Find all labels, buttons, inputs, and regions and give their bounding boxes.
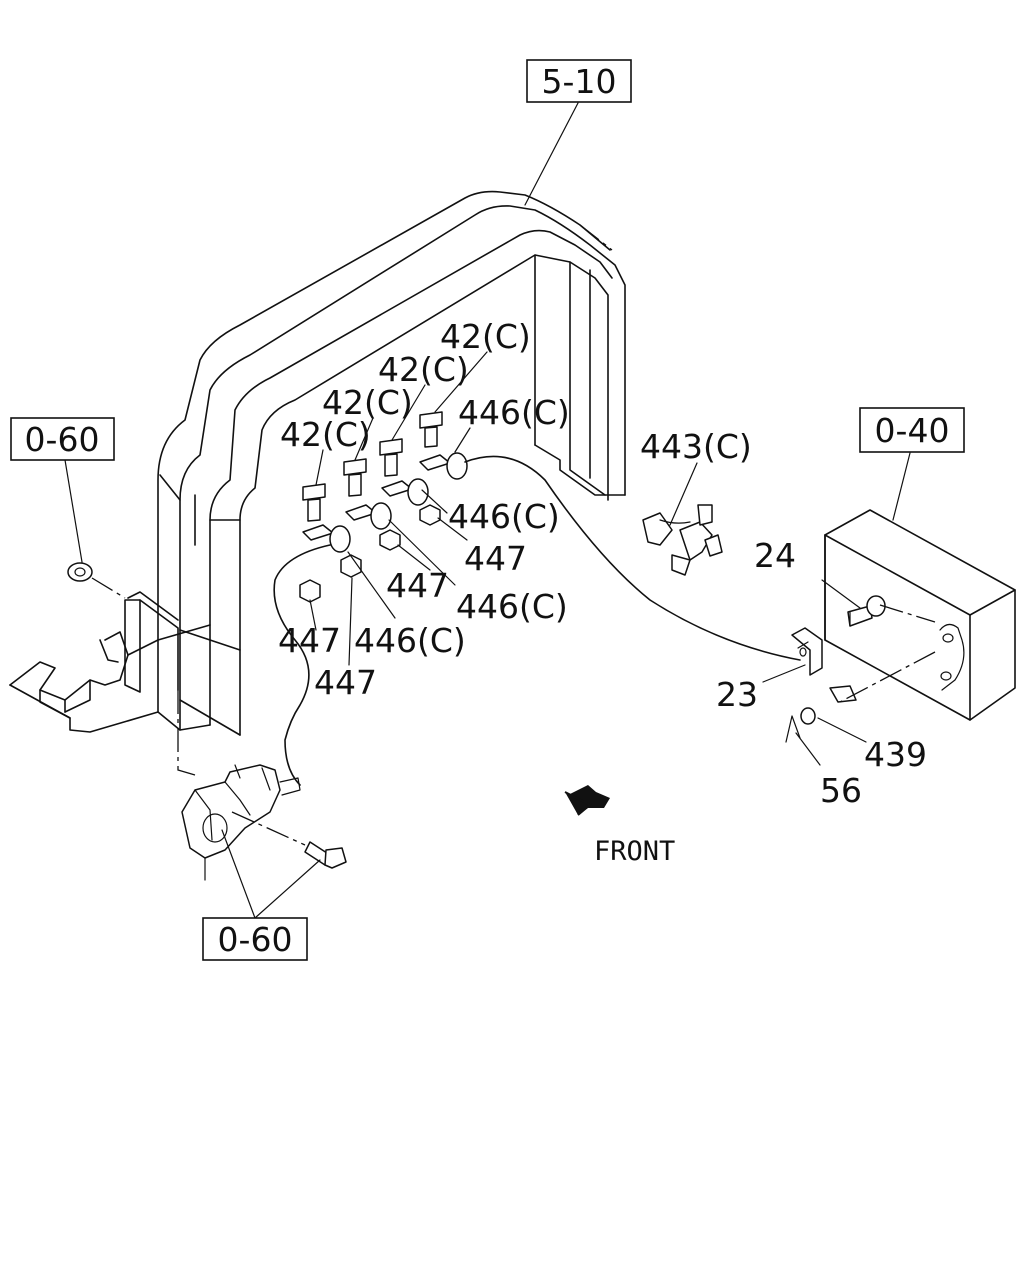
label-42c-4: 42(C) [280, 415, 371, 454]
label-447-1: 447 [464, 539, 527, 578]
label-42c-2: 42(C) [378, 350, 469, 389]
bracket-23 [791, 627, 823, 676]
label-23: 23 [716, 675, 758, 714]
label-446c-4: 446(C) [354, 621, 466, 660]
leader-lines [64, 102, 911, 919]
clamp-446c-3 [345, 502, 392, 530]
wire-harness [273, 455, 801, 786]
nut-447-1 [419, 504, 441, 526]
label-447-4: 447 [314, 663, 377, 702]
clamp-446c-1 [419, 452, 468, 480]
label-443c: 443(C) [640, 427, 752, 466]
clip-cluster [299, 411, 468, 603]
ref-box-5-10: 5-10 [526, 59, 632, 103]
clamp-446c-4 [302, 524, 351, 553]
label-447-3: 447 [278, 621, 341, 660]
ref-box-0-60-bottom: 0-60 [202, 917, 308, 961]
ref-box-0-60-left: 0-60 [10, 417, 115, 461]
label-446c-1: 446(C) [458, 393, 570, 432]
ref-label-0-60-bottom: 0-60 [218, 920, 293, 959]
channel-bracket [9, 591, 179, 733]
label-24: 24 [754, 536, 796, 575]
clamp-446c-2 [381, 478, 429, 506]
label-446c-3: 446(C) [456, 587, 568, 626]
bolt-42c-3 [343, 458, 367, 497]
front-arrow [564, 785, 610, 816]
part-labels: 42(C) 42(C) 42(C) 42(C) 446(C) 446(C) 44… [278, 317, 927, 810]
nut-447-3 [340, 554, 362, 578]
ref-label-5-10: 5-10 [542, 62, 617, 101]
nut-left [67, 562, 126, 599]
washer-439 [800, 707, 816, 725]
bolt-42c-1 [419, 411, 443, 448]
label-446c-2: 446(C) [448, 497, 560, 536]
ref-label-0-40: 0-40 [875, 411, 950, 450]
nut-447-4 [299, 579, 321, 603]
label-42c-1: 42(C) [440, 317, 531, 356]
bolt-lower [231, 811, 347, 869]
connector-443c [642, 504, 723, 576]
bolt-24 [847, 595, 886, 627]
nut-447-2 [379, 529, 401, 551]
bolt-42c-4 [302, 483, 326, 522]
label-42c-3: 42(C) [322, 383, 413, 422]
valve-assembly [181, 764, 301, 881]
clevis-pin [829, 685, 857, 703]
fender-frame [157, 190, 626, 736]
label-447-2: 447 [386, 566, 449, 605]
tank-box [824, 509, 1016, 721]
label-439: 439 [864, 735, 927, 774]
ref-box-0-40: 0-40 [859, 407, 965, 453]
pin-56 [785, 715, 801, 743]
bolt-42c-2 [379, 438, 403, 477]
label-56: 56 [820, 771, 862, 810]
front-label: FRONT [594, 836, 675, 867]
dashed-vertical [177, 690, 196, 776]
ref-label-0-60-left: 0-60 [25, 420, 100, 459]
